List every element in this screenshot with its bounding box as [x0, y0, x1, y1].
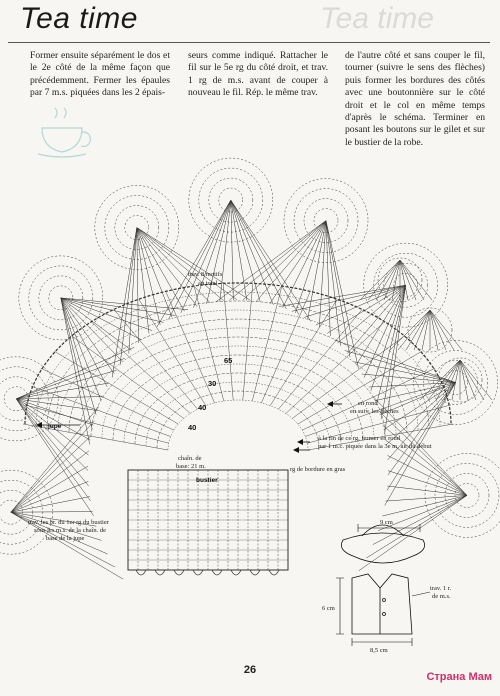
label-chain: chaîn. de: [178, 455, 202, 462]
label-suiv-fleches: en suiv. les flèches: [350, 408, 399, 415]
label-jupe: jupe: [47, 423, 62, 430]
label-trav-br-2: sous les m.s. de la chaîn. de: [34, 527, 106, 534]
page-number: 26: [243, 664, 257, 676]
label-chain-2: base: 21 m.: [176, 463, 206, 470]
label-motifs: trav. 8 motifs: [188, 271, 223, 278]
outer-fan-motifs: [0, 157, 500, 580]
label-fin-rang: à la fin de ce rg, fermer en rond: [318, 435, 401, 442]
row-number-40b: 40: [188, 423, 196, 432]
page-title: Tea time: [20, 2, 138, 35]
bustier-chart: [127, 469, 289, 576]
row-number-30: 30: [208, 379, 216, 388]
vest-stitch-label: trav. 1 r.: [430, 585, 452, 592]
hat-schematic: [340, 524, 426, 564]
title-divider: [8, 42, 490, 43]
label-trav-br-3: base de la jupe: [46, 535, 85, 542]
label-bustier: bustier: [196, 477, 218, 484]
label-fin-rang-2: par 1 m.c. piquée dans la 3e m. air du d…: [318, 443, 432, 450]
site-watermark: Страна Мам: [426, 671, 492, 683]
vest-height-label: 6 cm: [322, 605, 335, 612]
vest-stitch-label-2: de m.s.: [432, 593, 451, 600]
label-rond: en rond: [358, 400, 378, 407]
vest-width-label: 8,5 cm: [370, 647, 388, 654]
text-column-3: de l'autre côté et sans couper le fil, t…: [345, 50, 485, 148]
label-total: au total: [198, 280, 218, 287]
label-trav-br: trav. les br. du 1er rg du bustier: [28, 519, 110, 526]
title-ghost: Tea time: [320, 2, 434, 35]
vest-schematic: [336, 573, 431, 646]
direction-arrows: [36, 401, 342, 453]
text-column-2: seurs comme indiqué. Rattacher le fil su…: [188, 50, 328, 99]
skirt-rows: [22, 282, 454, 451]
hat-width-label: 9 cm: [380, 519, 393, 526]
cup-logo-icon: [37, 107, 91, 158]
label-bordure: rg de bordure en gras: [290, 466, 346, 473]
text-column-1: Former ensuite séparément le dos et le 2…: [30, 50, 170, 99]
row-number-65: 65: [224, 356, 232, 365]
row-number-40a: 40: [198, 403, 206, 412]
